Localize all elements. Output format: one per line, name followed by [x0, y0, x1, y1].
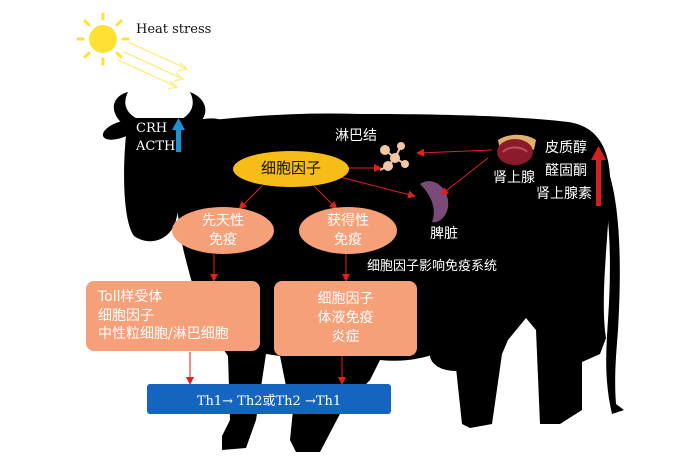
adrenal-gland-icon: [497, 134, 536, 165]
neutrophil-lymphocyte-label: 中性粒细胞/淋巴细胞: [98, 326, 229, 343]
cytokine-effect-label: 细胞因子影响免疫系统: [367, 259, 498, 274]
aldosterone-label: 醛固酮: [545, 163, 587, 179]
acquired-immunity-line-2: 免疫: [334, 231, 362, 248]
sun-icon: [76, 12, 130, 66]
acth-label: ACTH: [136, 139, 176, 154]
connector-arrows: [186, 148, 493, 385]
inflammation-label: 炎症: [331, 328, 360, 345]
innate-cytokine-label: 细胞因子: [98, 307, 154, 324]
cortisol-label: 皮质醇: [545, 140, 587, 156]
acquired-immunity-box: 细胞因子 体液免疫 炎症: [274, 281, 417, 356]
acquired-immunity-line-1: 获得性: [327, 213, 369, 230]
lymph-node-label: 淋巴结: [335, 128, 377, 144]
innate-immunity-node: 先天性 免疫: [172, 207, 274, 254]
heat-rays-icon: [117, 41, 189, 90]
acquired-immunity-node: 获得性 免疫: [299, 207, 397, 254]
lymph-node-icon: [379, 142, 409, 171]
humoral-immunity-label: 体液免疫: [317, 310, 374, 327]
adrenal-gland-label: 肾上腺: [493, 170, 535, 186]
innate-immunity-line-1: 先天性: [202, 213, 244, 230]
th-shift-bar: Th1→ Th2或Th2 →Th1: [147, 384, 391, 414]
adrenaline-label: 肾上腺素: [536, 186, 592, 202]
innate-immunity-line-2: 免疫: [209, 231, 237, 248]
th-shift-label: Th1→ Th2或Th2 →Th1: [196, 393, 342, 409]
cytokine-node-label: 细胞因子: [260, 159, 321, 178]
acquired-cytokine-label: 细胞因子: [317, 291, 374, 308]
hormone-increase-arrow-icon: [172, 118, 185, 152]
cytokine-node: 细胞因子: [233, 151, 349, 187]
crh-label: CRH: [136, 121, 168, 136]
heat-stress-label: Heat stress: [136, 22, 212, 37]
spleen-label: 脾脏: [430, 226, 458, 242]
innate-immunity-box: Toll样受体 细胞因子 中性粒细胞/淋巴细胞: [86, 281, 260, 351]
adrenal-hormone-increase-arrow-icon: [591, 146, 606, 206]
toll-like-receptor-label: Toll样受体: [98, 288, 163, 305]
